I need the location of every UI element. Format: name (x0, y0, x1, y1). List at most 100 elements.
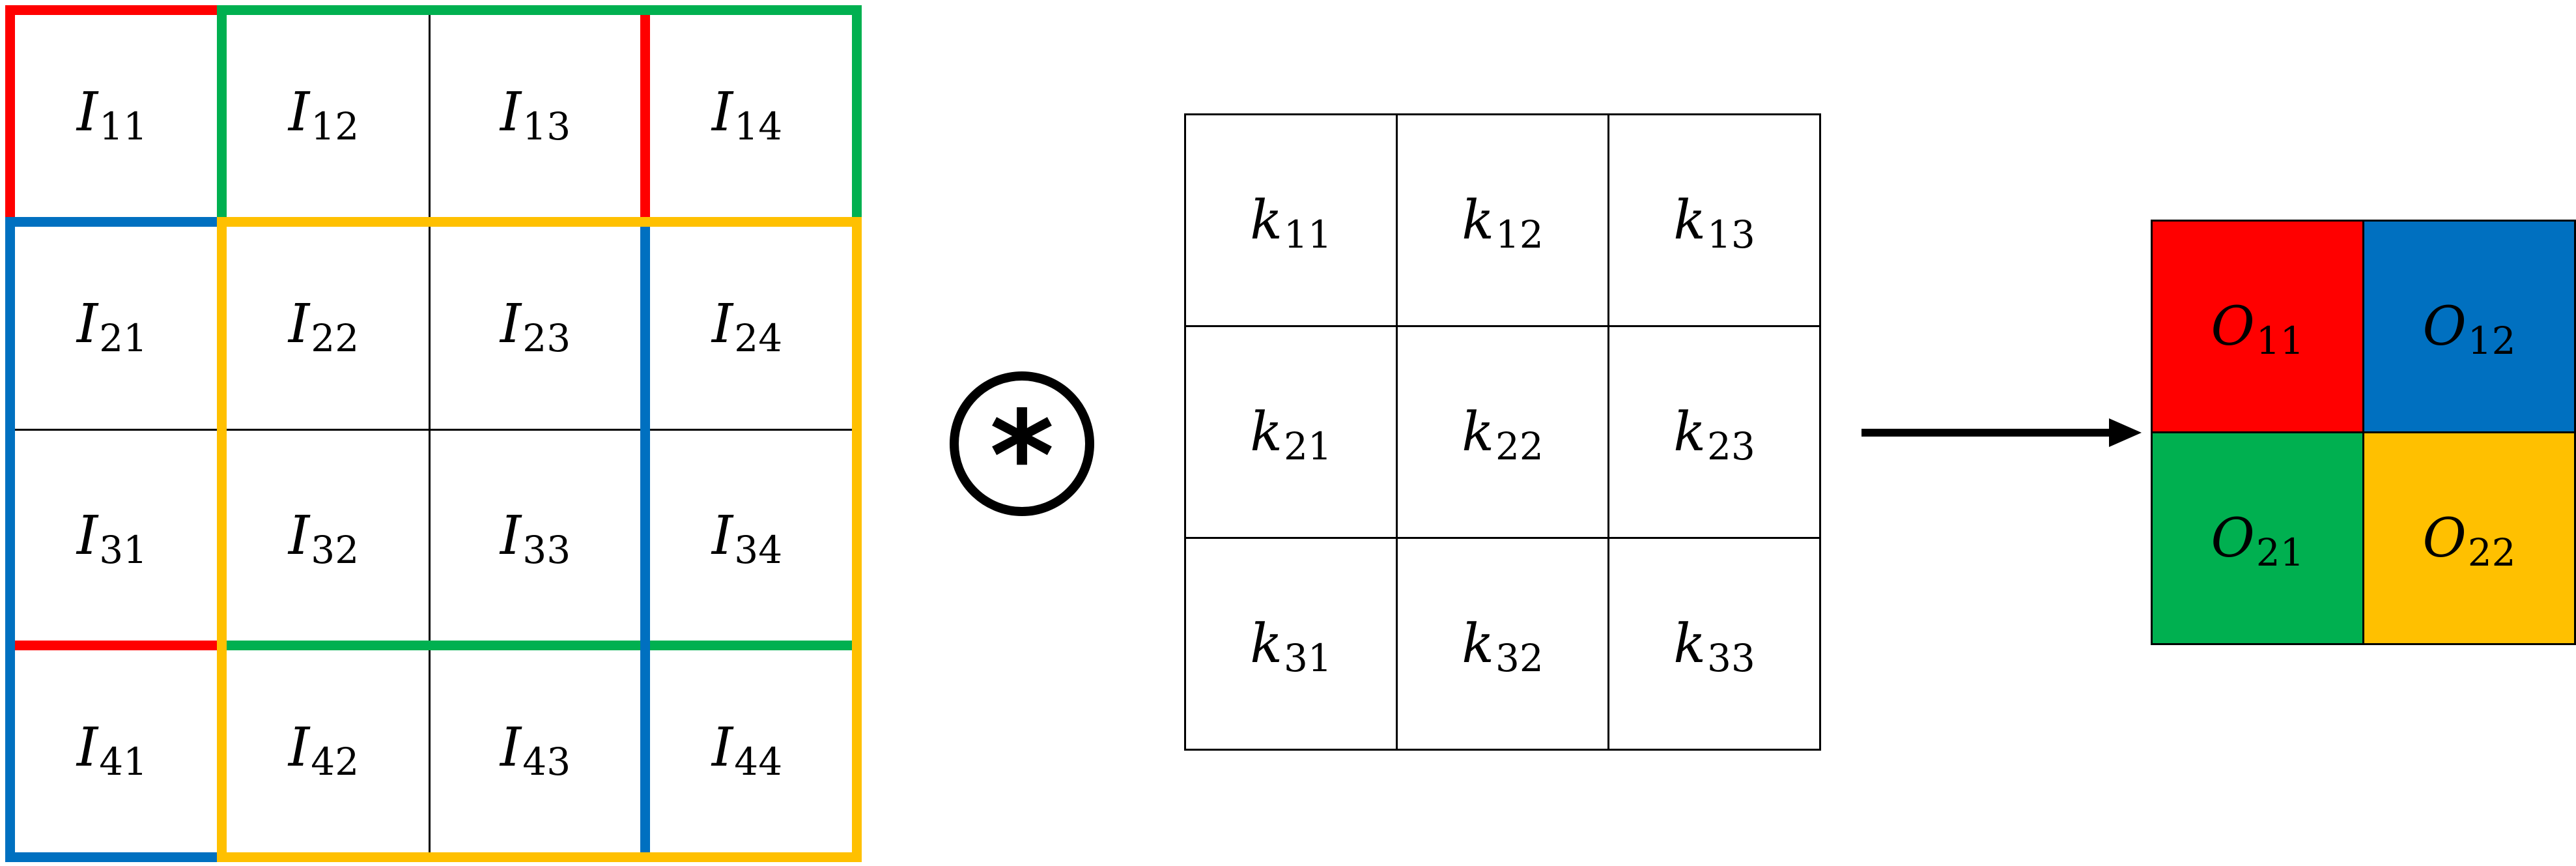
output-cell-22-symbol: O (2422, 507, 2467, 570)
input-cell-11-subscript: 11 (99, 104, 148, 149)
output-cell-12-subscript: 12 (2467, 319, 2516, 363)
input-cell-32-symbol: I (288, 504, 310, 567)
kernel-cell-11-subscript: 11 (1283, 212, 1332, 257)
convolution-symbol: * (989, 384, 1054, 528)
input-cell-14-symbol: I (711, 81, 733, 143)
output-cell-21-subscript: 21 (2256, 530, 2304, 575)
input-cell-42-symbol: I (288, 716, 310, 779)
input-cell-23-symbol: I (500, 293, 522, 355)
input-cell-24-symbol: I (711, 293, 733, 355)
kernel-cell-31-symbol: k (1250, 613, 1282, 675)
input-cell-13-symbol: I (500, 81, 522, 143)
kernel-cell-23-symbol: k (1673, 401, 1706, 463)
input-cell-43-symbol: I (500, 716, 522, 779)
kernel-cell-21-subscript: 21 (1283, 424, 1332, 469)
kernel-cell-33-subscript: 33 (1706, 636, 1755, 680)
kernel-cell-32-subscript: 32 (1495, 636, 1544, 680)
kernel-cell-22-subscript: 22 (1495, 424, 1544, 469)
kernel-cell-13-subscript: 13 (1706, 212, 1755, 257)
output-cell-12-symbol: O (2422, 295, 2467, 358)
input-cell-44-subscript: 44 (734, 740, 783, 784)
input-cell-12-subscript: 12 (311, 104, 360, 149)
input-cell-14-subscript: 14 (734, 104, 783, 149)
input-cell-34-subscript: 34 (734, 528, 783, 572)
input-cell-44-symbol: I (711, 716, 733, 779)
kernel-cell-23-subscript: 23 (1706, 424, 1755, 469)
kernel-cell-32-symbol: k (1462, 613, 1494, 675)
convolution-operator: * (950, 371, 1094, 528)
input-cell-11-symbol: I (76, 81, 98, 143)
input-cell-22-symbol: I (288, 293, 310, 355)
kernel-cell-21-symbol: k (1250, 401, 1282, 463)
input-cell-31-symbol: I (76, 504, 98, 567)
input-cell-43-subscript: 43 (522, 740, 571, 784)
input-cell-13-subscript: 13 (522, 104, 571, 149)
output-cell-22-subscript: 22 (2467, 530, 2516, 575)
input-cell-32-subscript: 32 (311, 528, 360, 572)
output-cell-21-symbol: O (2211, 507, 2255, 570)
output-cell-11-subscript: 11 (2256, 319, 2304, 363)
input-cell-21-symbol: I (76, 293, 98, 355)
input-cell-33-symbol: I (500, 504, 522, 567)
output-cell-11-symbol: O (2211, 295, 2255, 358)
input-cell-21-subscript: 21 (99, 316, 148, 360)
input-cell-33-subscript: 33 (522, 528, 571, 572)
input-cell-41-symbol: I (76, 716, 98, 779)
kernel-cell-22-symbol: k (1462, 401, 1494, 463)
window-yellow (217, 217, 862, 862)
kernel-cell-11-symbol: k (1250, 189, 1282, 252)
input-cell-24-subscript: 24 (734, 316, 783, 360)
input-cell-42-subscript: 42 (311, 740, 360, 784)
kernel-cell-13-symbol: k (1673, 189, 1706, 252)
input-cell-31-subscript: 31 (99, 528, 148, 572)
input-cell-23-subscript: 23 (522, 316, 571, 360)
kernel-cell-31-subscript: 31 (1283, 636, 1332, 680)
kernel-cell-12-subscript: 12 (1495, 212, 1544, 257)
input-cell-41-subscript: 41 (99, 740, 148, 784)
input-cell-34-symbol: I (711, 504, 733, 567)
